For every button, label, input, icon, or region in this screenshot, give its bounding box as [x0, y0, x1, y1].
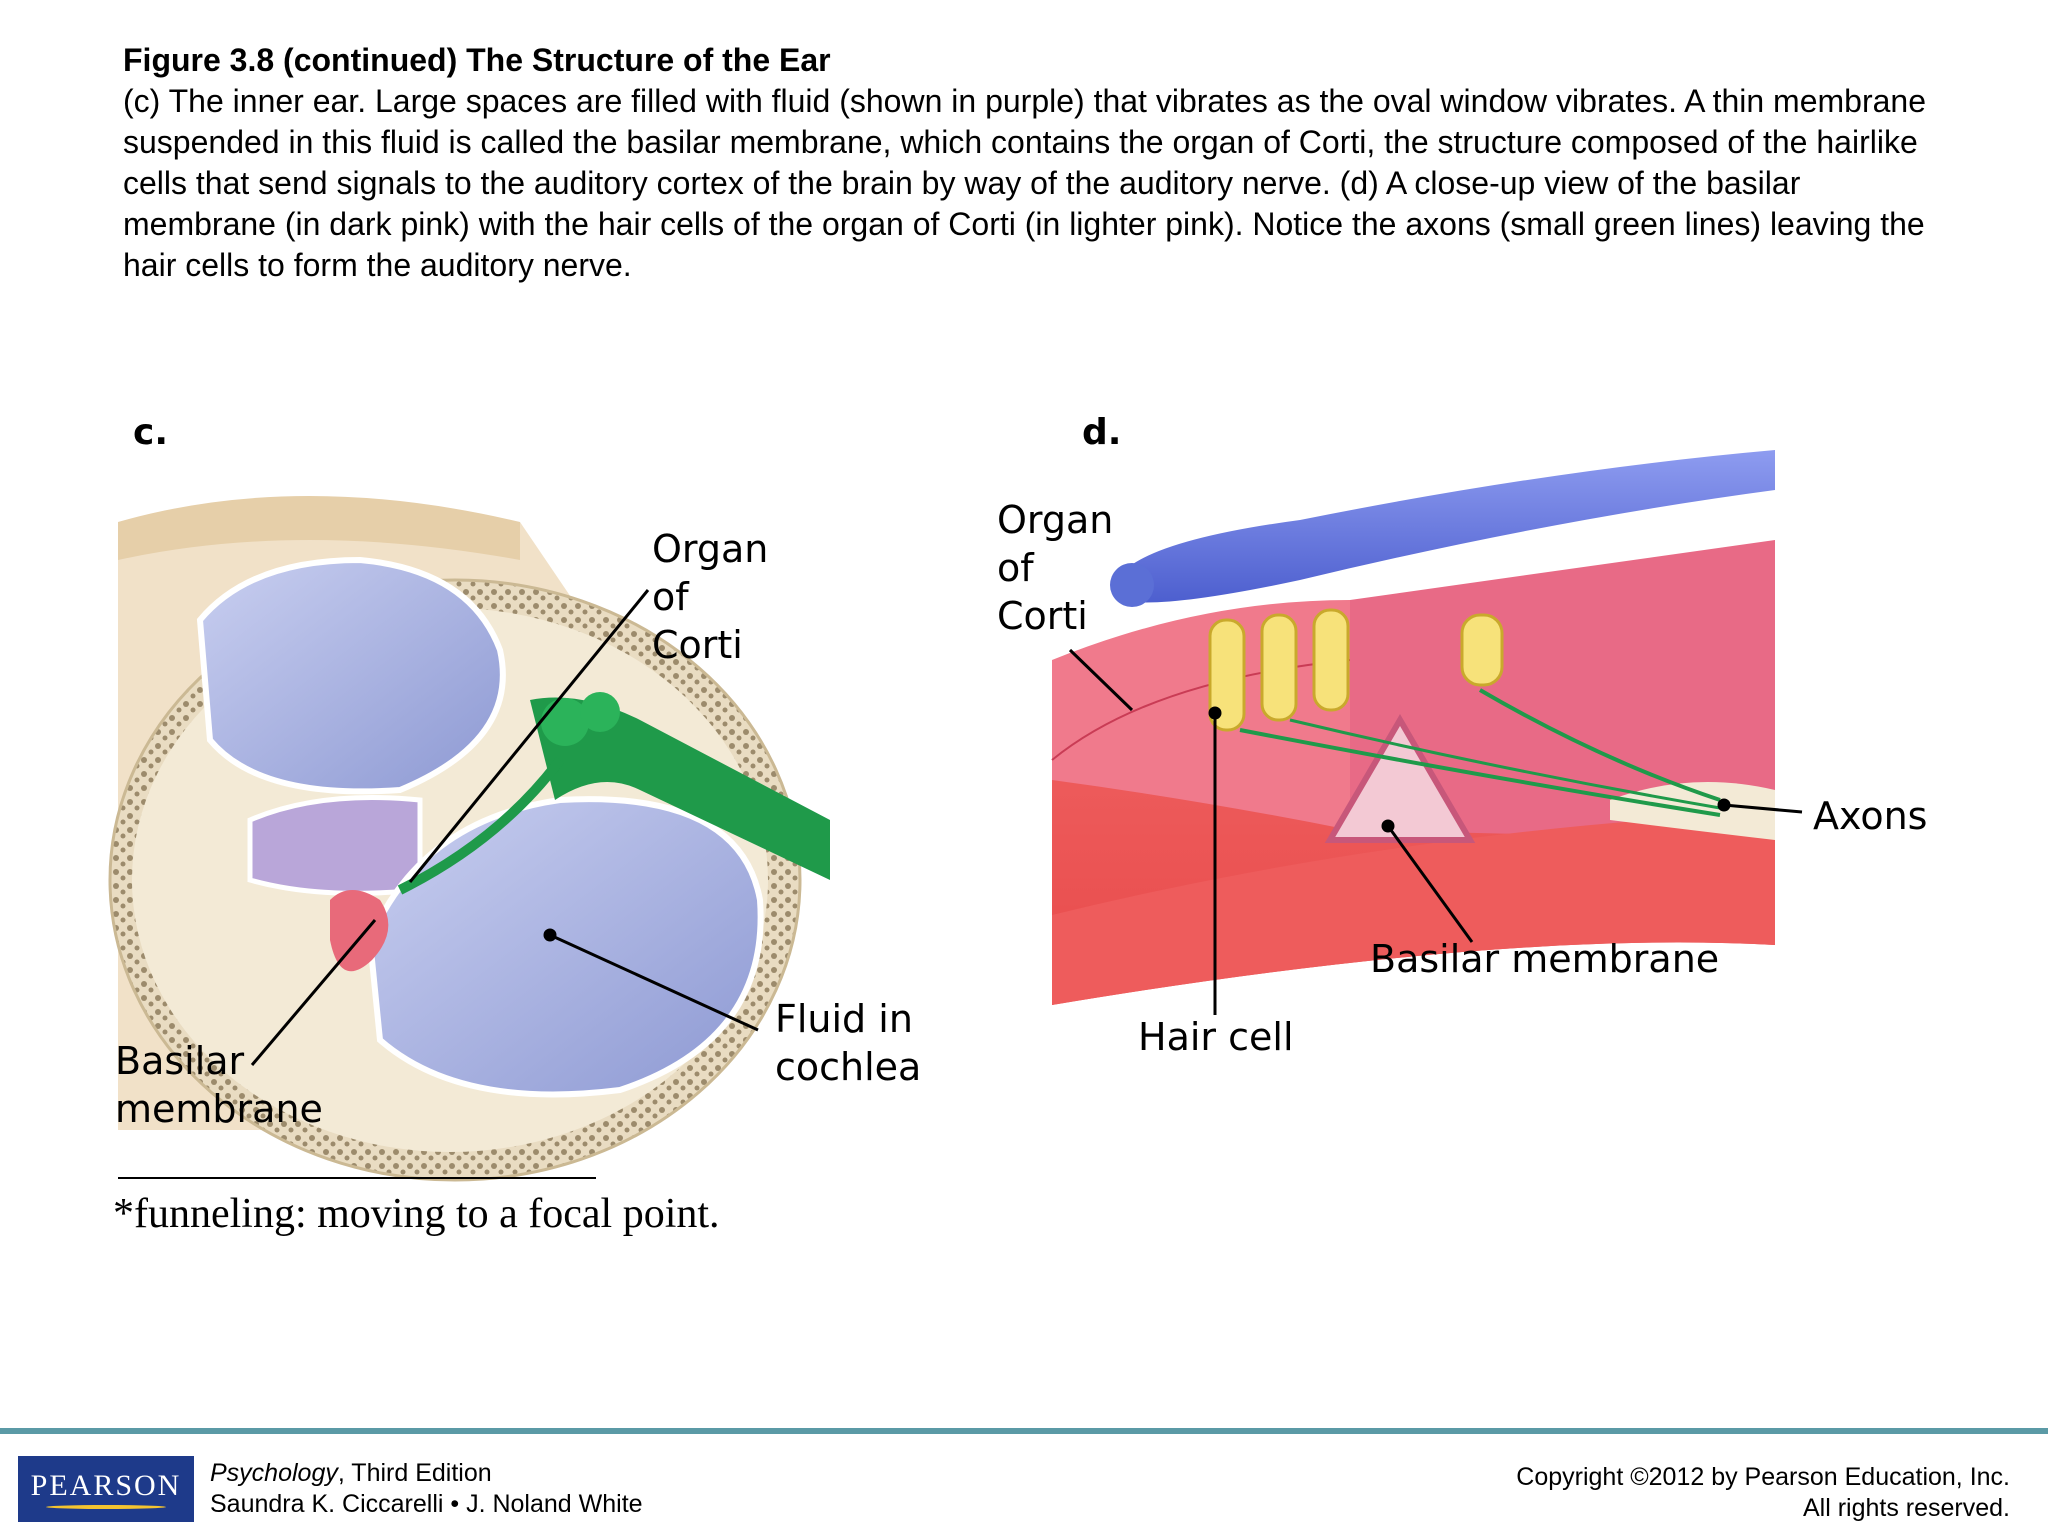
label-fluid-in-cochlea: Fluid in cochlea	[775, 997, 922, 1089]
logo-text: PEARSON	[30, 1469, 182, 1502]
leader-lines-d	[1068, 648, 1803, 1015]
pearson-logo: PEARSON	[18, 1456, 194, 1522]
footnote: *funneling: moving to a focal point.	[113, 1191, 720, 1237]
panel-d-letter: d.	[1082, 412, 1122, 453]
figure-title: Figure 3.8 (continued) The Structure of …	[123, 42, 831, 78]
copyright: Copyright ©2012 by Pearson Education, In…	[1516, 1462, 2010, 1524]
label-basilar-membrane-c: Basilar membrane	[115, 1039, 323, 1131]
panel-c-letter: c.	[133, 412, 169, 453]
logo-swoosh	[46, 1505, 166, 1509]
label-basilar-membrane-d: Basilar membrane	[1370, 937, 1720, 981]
footnote-rule	[118, 1177, 596, 1179]
copyright-line-1: Copyright ©2012 by Pearson Education, In…	[1516, 1463, 2010, 1491]
book-authors: Saundra K. Ciccarelli • J. Noland White	[210, 1490, 643, 1518]
label-axons: Axons	[1813, 794, 1928, 838]
label-organ-of-corti-c: Organ of Corti	[652, 527, 769, 667]
figure-caption: Figure 3.8 (continued) The Structure of …	[123, 40, 1953, 286]
book-title: Psychology	[210, 1459, 338, 1487]
figure-description: (c) The inner ear. Large spaces are fill…	[123, 83, 1926, 283]
label-organ-of-corti-d: Organ of Corti	[997, 498, 1114, 638]
book-info: Psychology, Third Edition Saundra K. Cic…	[210, 1458, 643, 1520]
organ-of-corti-closeup	[1051, 450, 1775, 1005]
copyright-line-2: All rights reserved.	[1802, 1494, 2010, 1522]
cochlea-cross-section	[108, 496, 830, 1182]
leader-lines-c	[250, 589, 759, 1066]
footer-accent-bar	[0, 1428, 2048, 1434]
book-edition: , Third Edition	[337, 1459, 492, 1487]
label-hair-cell: Hair cell	[1138, 1015, 1294, 1059]
